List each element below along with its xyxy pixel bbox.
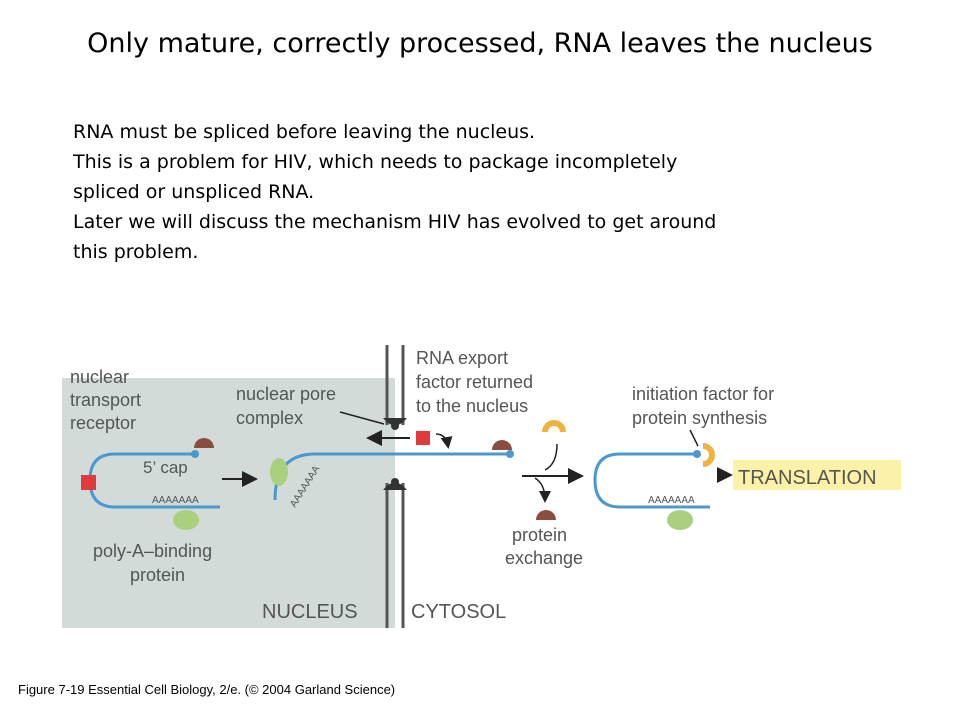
initiation-factor-pointer [689, 429, 699, 447]
poly-a-binding-protein [667, 510, 693, 530]
five-prime-cap-label: 5’ cap [143, 458, 188, 477]
protein-exchange-label: protein exchange [505, 525, 583, 568]
nuclear-pore-complex-label: nuclear pore complex [236, 384, 341, 428]
poly-a-binding-protein [173, 510, 199, 530]
nuclear-transport-receptor-label: nuclear transport receptor [70, 367, 146, 433]
nuclear-pore-complex [383, 418, 407, 490]
translation-highlight [733, 460, 901, 490]
bullet-line: Later we will discuss the mechanism HIV … [73, 211, 717, 233]
translation-label: TRANSLATION [738, 467, 877, 489]
mrna-stage-nucleus [81, 438, 220, 530]
mrna-stage-cytosol [593, 443, 715, 530]
mrna-stage-export [270, 440, 514, 501]
bullet-line: spliced or unspliced RNA. [73, 181, 315, 203]
figure-caption: Figure 7-19 Essential Cell Biology, 2/e.… [18, 682, 396, 697]
rna-export-factor-label: RNA export factor returned to the nucleu… [416, 348, 538, 416]
slide-title: Only mature, correctly processed, RNA le… [87, 28, 873, 59]
initiation-factor-label: initiation factor for protein synthesis [632, 384, 779, 428]
pore-pointer-line [339, 411, 385, 425]
released-cap-protein [536, 510, 556, 520]
poly-a-tail-label: AAAAAAA [648, 495, 695, 506]
initiation-factor-bound [703, 443, 715, 467]
cap-binding-protein [194, 438, 214, 448]
nuclear-transport-receptor [81, 475, 96, 490]
nucleus-label: NUCLEUS [262, 601, 358, 623]
mrna-export-diagram: 5’ cap AAAAAAA nuclear transport recepto… [62, 345, 901, 628]
rna-export-factor [416, 431, 430, 445]
exchange-arrow-out [534, 477, 551, 503]
poly-a-binding-protein-label: poly-A–binding protein [93, 541, 217, 585]
cap-binding-protein [492, 440, 512, 450]
return-curve-arrow [435, 433, 453, 449]
bullet-line: this problem. [73, 241, 199, 263]
bullet-text-block: RNA must be spliced before leaving the n… [73, 117, 933, 267]
bullet-line: This is a problem for HIV, which needs t… [73, 151, 678, 173]
nucleus-region [62, 378, 395, 628]
cytosol-label: CYTOSOL [411, 601, 506, 623]
exchange-arrow-in [544, 443, 558, 471]
bullet-line: RNA must be spliced before leaving the n… [73, 121, 536, 143]
initiation-factor-protein [542, 420, 566, 432]
nuclear-envelope [385, 345, 405, 628]
poly-a-tail-label: AAAAAAA [152, 495, 199, 506]
poly-a-binding-protein [270, 458, 288, 486]
